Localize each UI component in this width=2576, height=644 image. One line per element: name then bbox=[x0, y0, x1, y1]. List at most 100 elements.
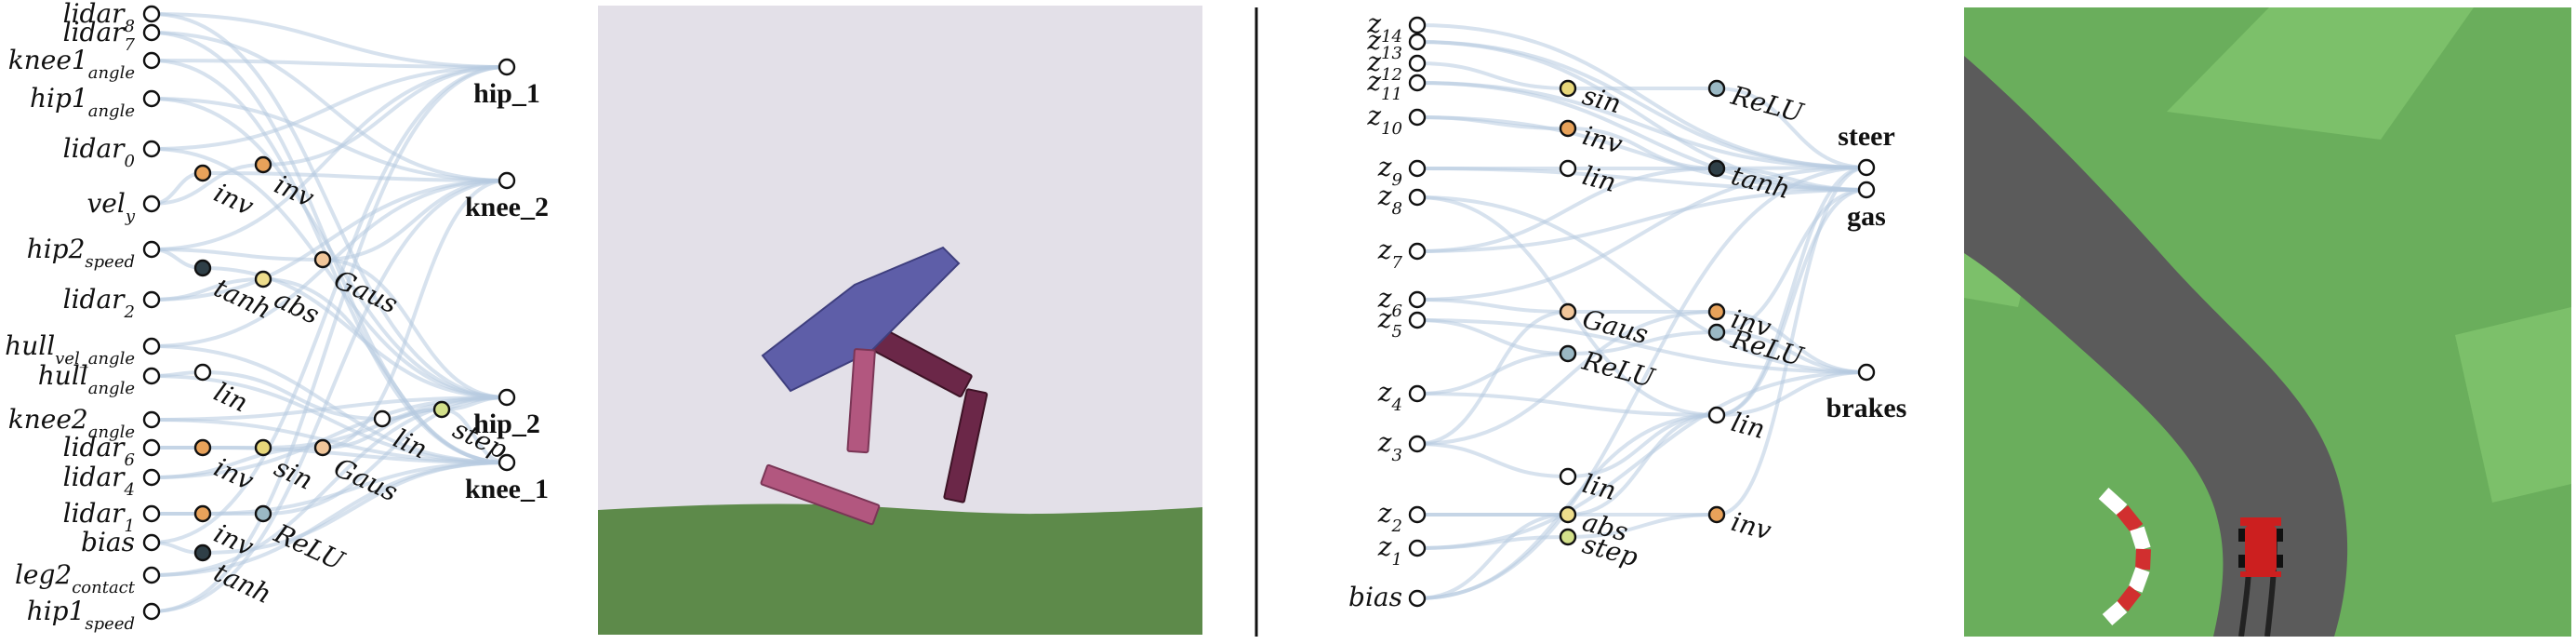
connection-edge bbox=[1716, 370, 1867, 417]
connection-edge bbox=[151, 65, 508, 613]
input-label-z5: z5 bbox=[1377, 303, 1402, 342]
output-label-knee_2: knee_2 bbox=[465, 192, 549, 222]
connection-edge bbox=[262, 396, 508, 516]
connection-edge bbox=[1716, 166, 1867, 517]
connection-edge bbox=[1416, 513, 1569, 600]
input-label-vel_y: vely bbox=[86, 188, 135, 226]
hidden-label-step: step bbox=[1579, 529, 1641, 572]
connection-edge bbox=[202, 461, 508, 555]
connection-edge bbox=[151, 97, 508, 182]
kerb-segment bbox=[2135, 548, 2151, 570]
input-label-bias: bias bbox=[1348, 582, 1402, 612]
hidden-node-tanh bbox=[1707, 159, 1726, 178]
input-label-hip1_speed: hip1speed bbox=[27, 596, 135, 634]
connection-edge bbox=[151, 12, 508, 399]
input-node-z4 bbox=[1408, 384, 1427, 403]
hidden-node-lin bbox=[193, 363, 212, 382]
hidden-node-inv bbox=[193, 504, 212, 523]
hidden-node-relu bbox=[1707, 79, 1726, 98]
input-label-z9: z9 bbox=[1377, 152, 1402, 190]
connection-edge bbox=[1416, 81, 1867, 192]
hidden-node-step bbox=[1559, 528, 1577, 546]
connection-edge bbox=[1567, 513, 1718, 539]
input-label-knee2_angle: knee2angle bbox=[8, 404, 135, 442]
output-node-hip_2 bbox=[498, 388, 516, 407]
input-node-z3 bbox=[1408, 435, 1427, 453]
input-node-knee2_angle bbox=[142, 410, 161, 429]
kerb-segment bbox=[2130, 526, 2151, 552]
walker-front-shin bbox=[760, 463, 881, 526]
hidden-label-lin: lin bbox=[209, 376, 253, 418]
input-label-lidar0: lidar0 bbox=[63, 133, 135, 171]
input-node-z14 bbox=[1408, 16, 1427, 34]
hidden-label-inv: inv bbox=[209, 517, 259, 562]
hidden-label-sin: sin bbox=[1579, 80, 1624, 120]
input-node-bias bbox=[1408, 589, 1427, 608]
output-node-hip_1 bbox=[498, 58, 516, 76]
connection-edge bbox=[151, 248, 324, 262]
hidden-node-inv bbox=[193, 438, 212, 457]
input-label-z7: z7 bbox=[1377, 235, 1403, 273]
input-label-hull_angle: hullangle bbox=[38, 360, 135, 398]
hidden-label-inv: inv bbox=[1728, 506, 1774, 546]
connection-edge bbox=[322, 258, 508, 399]
input-node-lidar0 bbox=[142, 140, 161, 158]
hidden-node-lin bbox=[1559, 159, 1577, 178]
input-label-lidar1: lidar1 bbox=[63, 498, 135, 536]
connection-edge bbox=[151, 12, 508, 69]
input-node-lidar1 bbox=[142, 504, 161, 523]
kerb-segment bbox=[2116, 585, 2142, 611]
input-label-lidar6: lidar6 bbox=[63, 432, 135, 470]
walker-back-leg bbox=[870, 327, 989, 503]
connection-edge bbox=[1416, 318, 1569, 356]
hidden-node-abs bbox=[254, 270, 272, 288]
connection-edge bbox=[1716, 167, 1867, 192]
hidden-node-step bbox=[432, 400, 451, 419]
connection-edge bbox=[1567, 330, 1718, 356]
input-label-z1: z1 bbox=[1377, 531, 1402, 570]
input-node-lidar4 bbox=[142, 468, 161, 487]
input-label-knee1_angle: knee1angle bbox=[8, 45, 135, 83]
connection-edge bbox=[1416, 40, 1867, 192]
hidden-node-lin bbox=[1707, 406, 1726, 424]
connection-edge bbox=[1416, 61, 1569, 90]
input-node-z6 bbox=[1408, 290, 1427, 309]
race-car bbox=[2238, 517, 2283, 577]
input-label-leg2_contact: leg2contact bbox=[15, 559, 136, 597]
connection-edge bbox=[322, 408, 443, 449]
input-node-z13 bbox=[1408, 33, 1427, 51]
hidden-node-sin bbox=[1559, 79, 1577, 98]
hidden-node-gaus bbox=[1559, 302, 1577, 321]
input-label-z8: z8 bbox=[1377, 181, 1402, 219]
race-track-road bbox=[1964, 56, 2348, 637]
hidden-node-inv bbox=[1707, 302, 1726, 321]
connection-edge bbox=[151, 65, 508, 151]
input-node-leg2_contact bbox=[142, 566, 161, 584]
kerb-segment bbox=[2098, 488, 2128, 516]
input-node-z5 bbox=[1408, 311, 1427, 329]
hidden-node-relu bbox=[1707, 323, 1726, 342]
hidden-node-inv bbox=[254, 155, 272, 174]
connection-edge bbox=[151, 374, 508, 464]
input-node-lidar2 bbox=[142, 290, 161, 309]
connection-edge bbox=[1716, 87, 1867, 169]
connection-edge bbox=[151, 147, 508, 399]
input-label-lidar4: lidar4 bbox=[63, 462, 135, 500]
bipedal-walker-network: lidar8lidar7knee1anglehip1anglelidar0vel… bbox=[5, 0, 549, 634]
input-label-z3: z3 bbox=[1377, 427, 1402, 465]
output-node-brakes bbox=[1857, 363, 1876, 382]
walker-ground bbox=[598, 503, 1202, 635]
connection-edge bbox=[1416, 195, 1867, 374]
connection-edge bbox=[1416, 310, 1569, 446]
connection-edge bbox=[151, 163, 264, 206]
connection-edge bbox=[1416, 188, 1867, 253]
walker-back-shin bbox=[943, 388, 989, 503]
input-node-hip1_speed bbox=[142, 602, 161, 621]
input-label-hip1_angle: hip1angle bbox=[30, 83, 135, 121]
hidden-node-sin bbox=[254, 438, 272, 457]
connection-edge bbox=[1416, 166, 1867, 600]
kerb-segment bbox=[2128, 567, 2150, 593]
input-node-z10 bbox=[1408, 108, 1427, 127]
input-label-z2: z2 bbox=[1377, 498, 1402, 536]
